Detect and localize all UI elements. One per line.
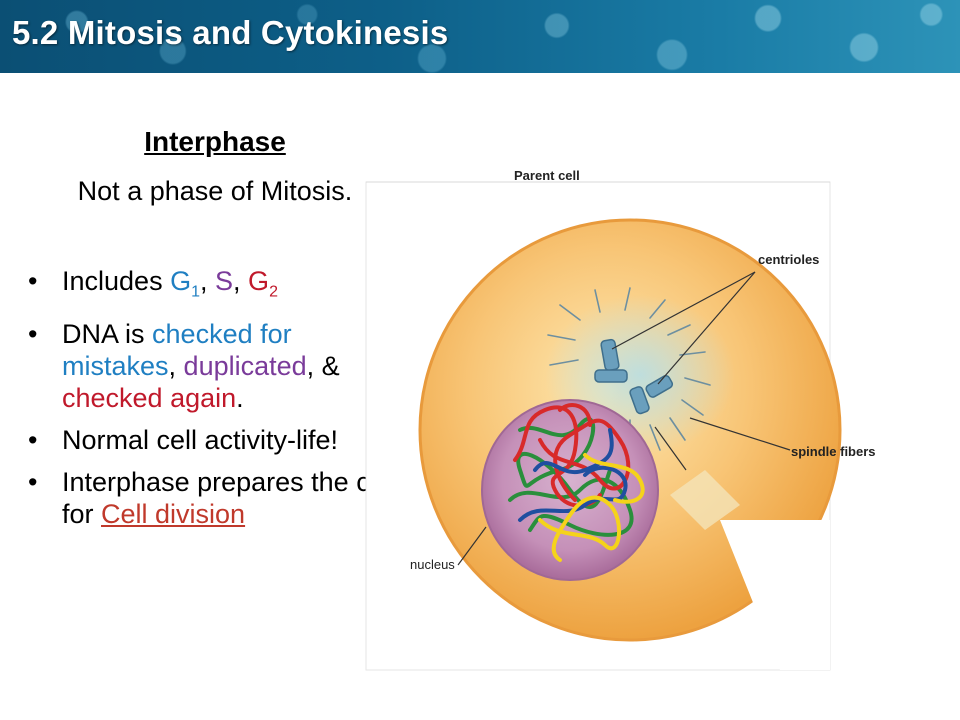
bullet-text: Normal cell activity-life!: [62, 425, 339, 456]
bullet-text: Interphase prepares the cell for: [62, 467, 397, 530]
phase-subtitle: Not a phase of Mitosis.: [77, 176, 353, 206]
highlight-patch: [670, 470, 740, 530]
label-centrioles: centrioles: [758, 252, 819, 267]
bullet-item: • Includes G1, S, G2: [28, 265, 398, 308]
centrioles: [594, 338, 674, 415]
centriole: [645, 375, 674, 398]
label-nucleus: nucleus: [410, 557, 455, 572]
label-spindle-fibers: spindle fibers: [791, 444, 876, 459]
bullet-list: • Includes G1, S, G2 • DNA is checked fo…: [28, 265, 398, 540]
bullet-text: DNA is: [62, 319, 153, 350]
separator: ,: [233, 266, 249, 296]
bullet-item: • Interphase prepares the cell for Cell …: [28, 466, 398, 530]
bullet-item: • DNA is checked for mistakes, duplicate…: [28, 318, 398, 414]
checked-for-mistakes: checked for mistakes: [62, 319, 292, 382]
phase-s: S: [215, 266, 234, 296]
image-mask: [720, 520, 830, 670]
chromatin: [508, 403, 645, 562]
phase-g1: G1: [170, 266, 200, 301]
separator: , &: [306, 351, 340, 382]
bullet-dot: •: [28, 319, 38, 350]
bullet-dot: •: [28, 266, 38, 296]
separator: .: [236, 383, 244, 414]
centriole: [629, 386, 650, 415]
centriole: [594, 369, 628, 383]
slide-title: 5.2 Mitosis and Cytokinesis: [12, 14, 449, 51]
checked-again: checked again: [62, 383, 237, 414]
label-parent-cell: Parent cell: [514, 168, 580, 183]
leader-lines: [457, 271, 791, 566]
phase-g2: G2: [248, 266, 278, 301]
text-column: Interphase Not a phase of Mitosis. • Inc…: [0, 0, 430, 720]
bullet-dot: •: [28, 467, 38, 498]
phase-heading: Interphase: [144, 126, 286, 157]
bullet-dot: •: [28, 425, 38, 456]
cell-division-link[interactable]: Cell division: [101, 499, 246, 530]
duplicated: duplicated: [183, 351, 307, 382]
bullet-item: • Normal cell activity-life!: [28, 424, 398, 456]
slide-header: 5.2 Mitosis and Cytokinesis: [0, 0, 960, 73]
separator: ,: [168, 351, 184, 382]
bullet-text: Includes: [62, 266, 171, 296]
spindle-fibers: [547, 287, 711, 451]
separator: ,: [200, 266, 216, 296]
